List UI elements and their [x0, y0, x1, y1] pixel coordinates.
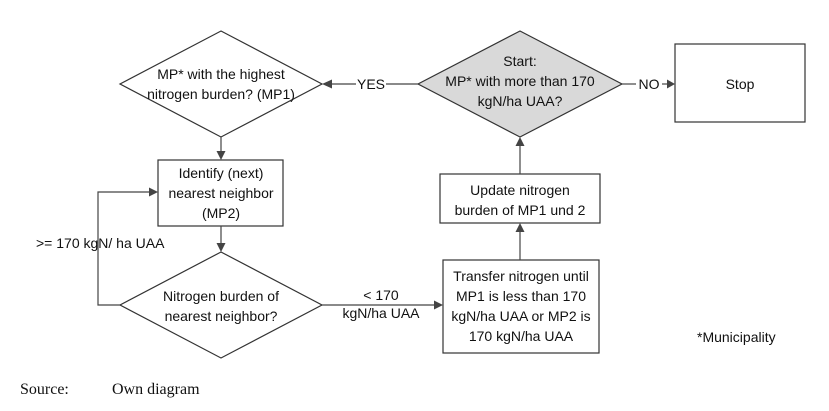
highest-burden-label-line: MP* with the highest	[157, 66, 285, 82]
source-label: Source:	[20, 381, 69, 398]
neighbor-burden-label: Nitrogen burden of nearest neighbor?	[163, 288, 279, 324]
identify-neighbor-label-line: Identify (next)	[179, 165, 264, 181]
less-than-label: < 170 kgN/ha UAA	[342, 287, 420, 321]
transfer-nitrogen-label-line: MP1 is less than 170	[456, 288, 586, 304]
yes-label: YES	[357, 76, 385, 92]
source-text: Own diagram	[112, 381, 200, 398]
yes-arrowhead	[322, 79, 332, 89]
neighbor-burden-decision	[118, 251, 324, 359]
identify-neighbor-label: Identify (next) nearest neighbor (MP2)	[168, 165, 273, 221]
start-label-line: kgN/ha UAA?	[478, 93, 563, 109]
update-burden-label-line: Update nitrogen	[470, 182, 570, 198]
less-than-label-line: kgN/ha UAA	[342, 305, 420, 321]
transfer-nitrogen-process	[442, 259, 600, 354]
stop-terminal	[674, 43, 806, 123]
start-label-line: MP* with more than 170	[445, 73, 595, 89]
update-to-start-arrowhead	[515, 137, 525, 146]
start-label: Start: MP* with more than 170 kgN/ha UAA?	[445, 53, 595, 109]
neighbor-to-transfer-arrowhead	[434, 300, 443, 310]
identify-neighbor-label-line: (MP2)	[202, 205, 240, 221]
neighbor-burden-label-line: nearest neighbor?	[165, 308, 278, 324]
highest-burden-label-line: nitrogen burden? (MP1)	[147, 86, 295, 102]
transfer-to-update-arrowhead	[515, 223, 525, 232]
start-label-line: Start:	[503, 53, 536, 69]
update-burden-label-line: burden of MP1 und 2	[455, 202, 586, 218]
neighbor-burden-label-line: Nitrogen burden of	[163, 288, 279, 304]
update-burden-label: Update nitrogen burden of MP1 und 2	[455, 182, 586, 218]
transfer-nitrogen-label-line: kgN/ha UAA or MP2 is	[451, 308, 590, 324]
update-burden-process	[439, 173, 601, 224]
greater-equal-label: >= 170 kgN/ ha UAA	[36, 235, 165, 251]
municipality-footnote: *Municipality	[697, 329, 776, 345]
identify-to-neighbor-arrowhead	[216, 243, 226, 252]
no-arrowhead	[667, 79, 675, 89]
highest-burden-decision	[118, 30, 324, 138]
loop-back-arrowhead	[149, 187, 158, 197]
stop-label-line: Stop	[726, 76, 755, 92]
no-label: NO	[639, 76, 660, 92]
highest-burden-label: MP* with the highest nitrogen burden? (MP…	[147, 66, 295, 102]
highest-to-identify-arrowhead	[216, 151, 226, 160]
loop-back-connector	[97, 191, 150, 306]
identify-neighbor-label-line: nearest neighbor	[168, 185, 273, 201]
less-than-label-line: < 170	[363, 287, 399, 303]
stop-label: Stop	[726, 76, 755, 92]
transfer-nitrogen-label-line: 170 kgN/ha UAA	[469, 328, 574, 344]
transfer-nitrogen-label-line: Transfer nitrogen until	[453, 268, 589, 284]
